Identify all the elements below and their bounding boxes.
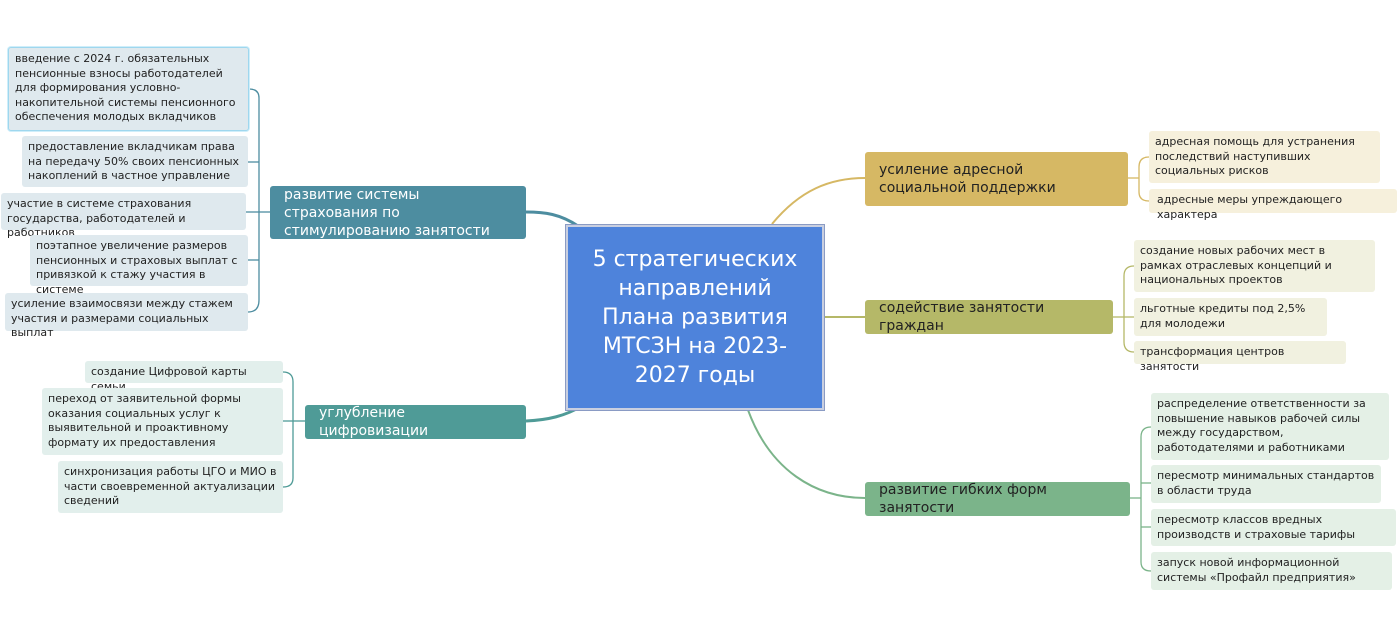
leaf-social-1[interactable]: адресная помощь для устранения последств… bbox=[1149, 131, 1380, 183]
leaf-insurance-1[interactable]: введение с 2024 г. обязательных пенсионн… bbox=[8, 47, 249, 131]
leaf-text: участие в системе страхования государств… bbox=[7, 197, 192, 239]
link-central-social bbox=[771, 177, 866, 225]
leaf-employment-1[interactable]: создание новых рабочих мест в рамках отр… bbox=[1134, 240, 1375, 292]
leaf-flexible-2[interactable]: пересмотр минимальных стандартов в облас… bbox=[1151, 465, 1381, 503]
central-topic-text: 5 стратегических направлений Плана разви… bbox=[592, 247, 798, 388]
branch-employment[interactable]: содействие занятости граждан bbox=[865, 300, 1113, 334]
branch-insurance-label: развитие системы страхования по стимулир… bbox=[284, 186, 490, 239]
leaf-employment-2[interactable]: льготные кредиты под 2,5% для молодежи bbox=[1134, 298, 1327, 336]
leaf-text: адресные меры упреждающего характера bbox=[1157, 193, 1343, 221]
leaf-text: поэтапное увеличение размеров пенсионных… bbox=[36, 239, 238, 296]
branch-flexible-employment[interactable]: развитие гибких форм занятости bbox=[865, 482, 1130, 516]
leaf-text: переход от заявительной формы оказания с… bbox=[48, 392, 241, 449]
central-topic[interactable]: 5 стратегических направлений Плана разви… bbox=[565, 224, 825, 411]
link-central-flexible bbox=[747, 409, 866, 499]
leaf-insurance-3[interactable]: участие в системе страхования государств… bbox=[1, 193, 246, 239]
leaf-flexible-1[interactable]: распределение ответственности за повышен… bbox=[1151, 393, 1389, 460]
leaf-text: пересмотр классов вредных производств и … bbox=[1157, 513, 1356, 541]
leaf-text: создание новых рабочих мест в рамках отр… bbox=[1140, 244, 1332, 286]
leaf-flexible-4[interactable]: запуск новой информационной системы «Про… bbox=[1151, 552, 1392, 590]
leaf-text: распределение ответственности за повышен… bbox=[1157, 397, 1366, 454]
leaf-insurance-5[interactable]: усиление взаимосвязи между стажем участи… bbox=[5, 293, 248, 339]
leaf-text: запуск новой информационной системы «Про… bbox=[1157, 556, 1356, 584]
leaf-text: пересмотр минимальных стандартов в облас… bbox=[1157, 469, 1375, 497]
leaf-text: адресная помощь для устранения последств… bbox=[1155, 135, 1355, 177]
leaf-text: льготные кредиты под 2,5% для молодежи bbox=[1140, 302, 1306, 330]
link-central-insurance bbox=[525, 210, 579, 228]
leaf-text: введение с 2024 г. обязательных пенсионн… bbox=[15, 52, 236, 123]
branch-employment-label: содействие занятости граждан bbox=[879, 300, 1045, 334]
branch-social-support[interactable]: усиление адресной социальной поддержки bbox=[865, 152, 1128, 206]
leaf-insurance-4[interactable]: поэтапное увеличение размеров пенсионных… bbox=[30, 235, 248, 296]
leaf-insurance-2[interactable]: предоставление вкладчикам права на перед… bbox=[22, 136, 248, 187]
leaf-digital-1[interactable]: создание Цифровой карты семьи bbox=[85, 361, 283, 393]
leaf-text: трансформация центров занятости bbox=[1140, 345, 1285, 373]
leaf-text: усиление взаимосвязи между стажем участи… bbox=[11, 297, 233, 339]
leaf-social-2[interactable]: адресные меры упреждающего характера bbox=[1149, 189, 1397, 221]
branch-flexible-employment-label: развитие гибких форм занятости bbox=[879, 482, 1047, 516]
leaf-text: предоставление вкладчикам права на перед… bbox=[28, 140, 240, 182]
leaf-flexible-3[interactable]: пересмотр классов вредных производств и … bbox=[1151, 509, 1396, 546]
branch-digitalization-label: углубление цифровизации bbox=[319, 405, 429, 439]
branch-social-support-label: усиление адресной социальной поддержки bbox=[879, 162, 1056, 196]
leaf-employment-3[interactable]: трансформация центров занятости bbox=[1134, 341, 1346, 373]
branch-digitalization[interactable]: углубление цифровизации bbox=[305, 405, 526, 439]
branch-insurance[interactable]: развитие системы страхования по стимулир… bbox=[270, 186, 526, 239]
leaf-text: синхронизация работы ЦГО и МИО в части с… bbox=[64, 465, 277, 507]
leaf-digital-3[interactable]: синхронизация работы ЦГО и МИО в части с… bbox=[58, 461, 283, 513]
leaf-digital-2[interactable]: переход от заявительной формы оказания с… bbox=[42, 388, 283, 455]
